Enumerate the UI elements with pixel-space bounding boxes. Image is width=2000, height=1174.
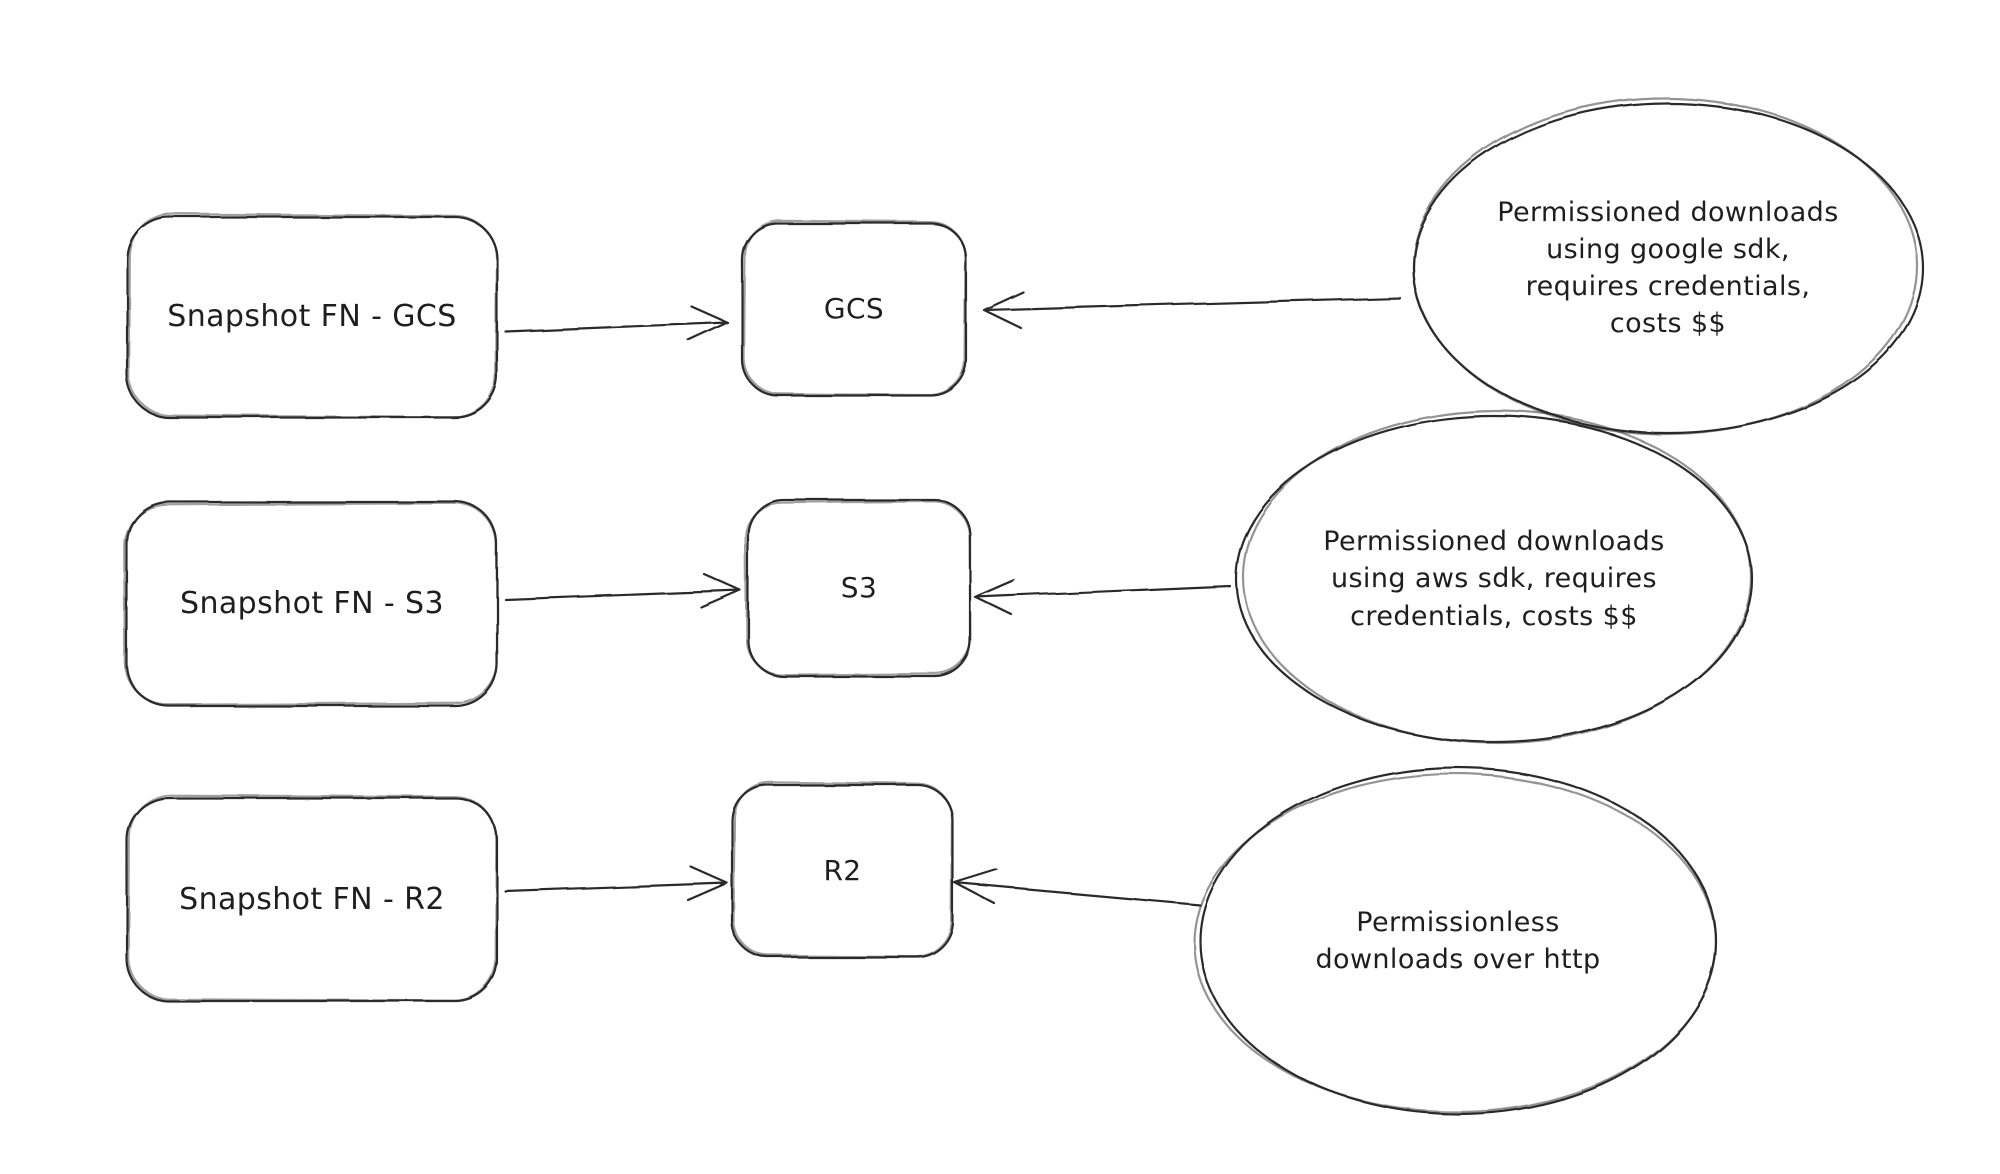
arrow-note-gcs-to-gcs	[982, 290, 1402, 330]
node-note-r2[interactable]	[1192, 766, 1718, 1116]
arrow-snapshot-gcs-to-gcs	[503, 304, 729, 342]
node-snapshot-fn-r2[interactable]	[125, 794, 499, 1003]
arrow-snapshot-r2-to-r2	[503, 865, 729, 902]
node-s3[interactable]	[744, 498, 972, 678]
node-snapshot-fn-gcs[interactable]	[125, 213, 499, 419]
arrow-snapshot-s3-to-s3	[503, 572, 742, 609]
node-snapshot-fn-s3[interactable]	[123, 500, 499, 708]
node-note-s3[interactable]	[1234, 409, 1754, 745]
node-note-gcs[interactable]	[1411, 96, 1925, 436]
arrow-note-s3-to-s3	[973, 578, 1232, 617]
arrow-note-r2-to-r2	[953, 868, 1202, 907]
node-gcs[interactable]	[740, 219, 968, 397]
node-r2[interactable]	[730, 781, 955, 959]
